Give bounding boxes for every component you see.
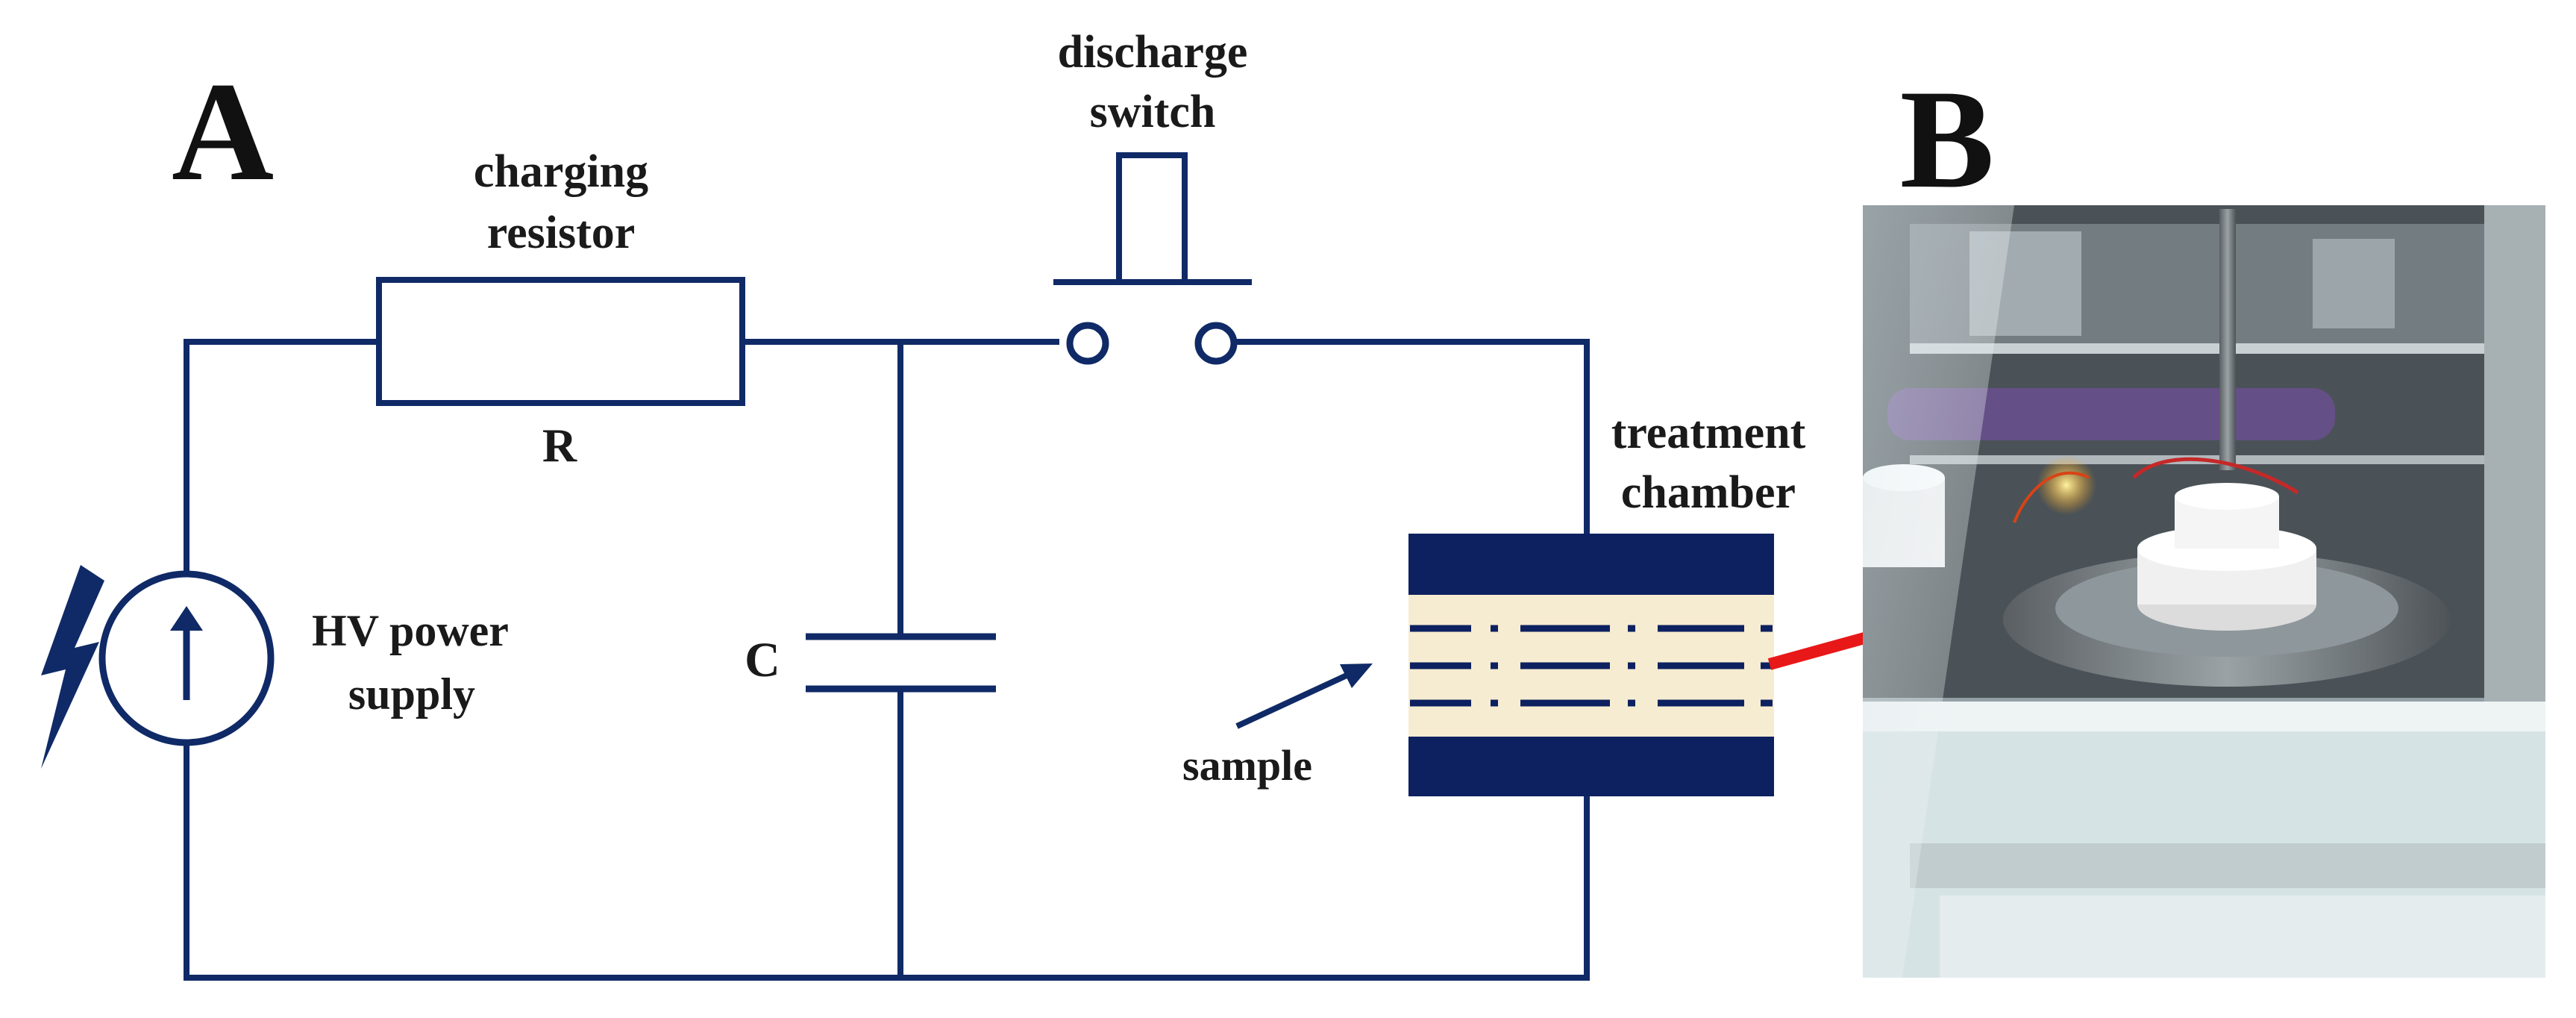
power-supply-symbol [98, 570, 275, 746]
resistor-symbol-label: R [542, 419, 577, 472]
discharge-switch-label: discharge [1058, 27, 1248, 78]
resistor-symbol [376, 277, 745, 406]
treatment-chamber-symbol [1408, 534, 1774, 796]
charging-resistor-label: charging [474, 146, 648, 197]
treatment-chamber-label: treatment [1611, 407, 1806, 458]
circuit-diagram: A discharge switch charging resistor R C… [41, 27, 1806, 981]
sample-pointer-arrow [1235, 663, 1373, 729]
panel-label-a: A [172, 54, 274, 210]
treatment-chamber-label-2: chamber [1621, 467, 1796, 518]
wire-switch-to-chamber [1235, 339, 1590, 534]
discharge-switch-label-2: switch [1090, 87, 1216, 137]
wire-left-top [184, 339, 379, 573]
power-supply-label-2: supply [348, 669, 475, 719]
discharge-switch-symbol [1053, 152, 1252, 365]
electrode-top [1408, 534, 1774, 595]
panel-label-b: B [1900, 61, 1995, 218]
wire-bottom-loop [184, 743, 1590, 981]
electrode-bottom [1408, 737, 1774, 796]
capacitor-symbol-label: C [745, 633, 780, 687]
sample-label: sample [1182, 741, 1312, 790]
equipment-photo [1863, 205, 2545, 978]
lightning-bolt-icon [41, 565, 104, 769]
power-supply-label: HV power [312, 606, 509, 655]
charging-resistor-label-2: resistor [487, 207, 636, 258]
